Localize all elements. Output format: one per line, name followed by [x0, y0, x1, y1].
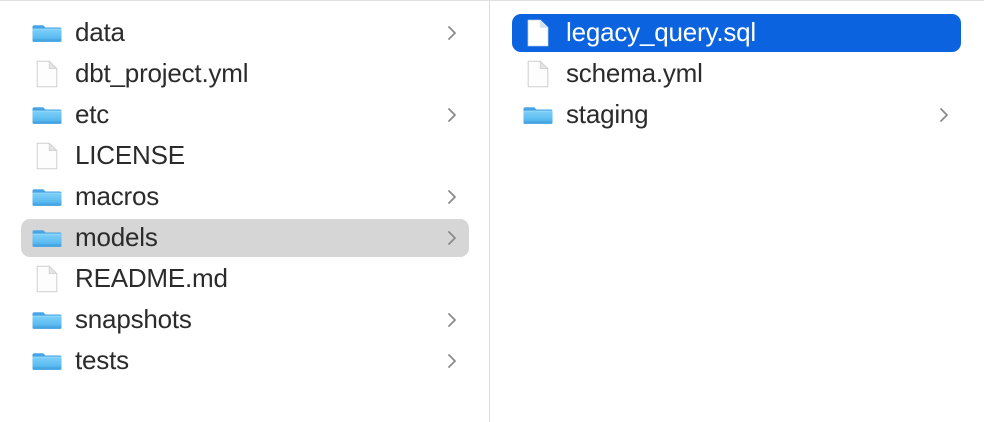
chevron-right-icon[interactable]	[445, 228, 459, 248]
folder-icon	[32, 223, 62, 253]
file-row[interactable]: README.md	[21, 260, 469, 298]
document-icon	[523, 18, 553, 48]
folder-icon	[32, 100, 62, 130]
document-icon	[523, 59, 553, 89]
chevron-right-icon[interactable]	[445, 105, 459, 125]
chevron-right-icon[interactable]	[445, 23, 459, 43]
file-row[interactable]: legacy_query.sql	[512, 14, 961, 52]
row-label: LICENSE	[75, 142, 185, 170]
row-label: legacy_query.sql	[566, 19, 756, 47]
row-label: macros	[75, 183, 160, 211]
row-label: dbt_project.yml	[75, 60, 249, 88]
folder-row[interactable]: data	[21, 14, 469, 52]
document-icon	[32, 141, 62, 171]
folder-row[interactable]: snapshots	[21, 301, 469, 339]
row-label: README.md	[75, 265, 228, 293]
chevron-right-icon[interactable]	[445, 187, 459, 207]
file-row[interactable]: schema.yml	[512, 55, 961, 93]
folder-row[interactable]: macros	[21, 178, 469, 216]
folder-row[interactable]: staging	[512, 96, 961, 134]
chevron-right-icon[interactable]	[445, 310, 459, 330]
file-row[interactable]: dbt_project.yml	[21, 55, 469, 93]
chevron-right-icon[interactable]	[937, 105, 951, 125]
folder-row[interactable]: tests	[21, 342, 469, 380]
row-label: staging	[566, 101, 649, 129]
folder-row[interactable]: etc	[21, 96, 469, 134]
row-label: schema.yml	[566, 60, 703, 88]
chevron-right-icon[interactable]	[445, 351, 459, 371]
row-label: data	[75, 19, 125, 47]
folder-icon	[32, 346, 62, 376]
row-label: tests	[75, 347, 129, 375]
row-label: models	[75, 224, 158, 252]
folder-icon	[523, 100, 553, 130]
folder-icon	[32, 18, 62, 48]
row-label: etc	[75, 101, 110, 129]
folder-row[interactable]: models	[21, 219, 469, 257]
folder-icon	[32, 182, 62, 212]
folder-icon	[32, 305, 62, 335]
finder-column-child[interactable]: legacy_query.sql schema.yml staging	[490, 1, 983, 422]
row-label: snapshots	[75, 306, 192, 334]
document-icon	[32, 264, 62, 294]
document-icon	[32, 59, 62, 89]
file-row[interactable]: LICENSE	[21, 137, 469, 175]
